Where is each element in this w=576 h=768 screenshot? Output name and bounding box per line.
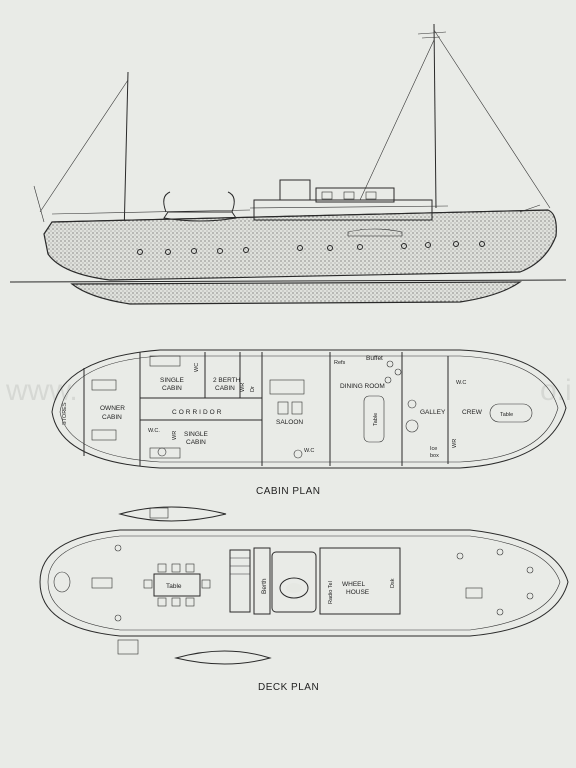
dining-table-label: Table [373, 413, 379, 426]
buffet-label: Buffet [366, 355, 383, 362]
wc-lower-label: W.C [304, 448, 314, 454]
cabin-plan: STORES OWNER CABIN SINGLE CABIN 2 BERTH … [51, 349, 567, 469]
cabin-plan-outline [51, 349, 567, 469]
lifeboat [163, 211, 237, 222]
single-cabin-top-label-2: CABIN [162, 385, 182, 392]
wheelhouse [319, 547, 401, 615]
portholes [137, 241, 485, 255]
ice-box-label-2: box [430, 453, 439, 459]
refs-label: Refs [334, 360, 346, 366]
ice-box-label-1: Ice [430, 446, 437, 452]
wheel-house-label-2: HOUSE [346, 589, 370, 596]
single-cabin-bottom-label-2: CABIN [186, 439, 206, 446]
galley-label: GALLEY [420, 409, 446, 416]
dsk-label: Dsk [390, 578, 396, 588]
deck-plan-caption: DECK PLAN [258, 682, 319, 693]
dr-label: Dr [250, 386, 256, 392]
side-elevation [9, 23, 567, 305]
stores-label: STORES [62, 402, 68, 425]
wr-right-label: WR [452, 439, 458, 448]
deck-outline [39, 529, 569, 637]
crew-label: CREW [462, 409, 483, 416]
funnel [279, 179, 311, 201]
hull-profile [43, 209, 557, 281]
cabin-plan-caption: CABIN PLAN [256, 486, 320, 497]
dinghy-top [118, 506, 227, 522]
dinghy-bottom [174, 650, 272, 665]
single-cabin-top-label-1: SINGLE [160, 377, 185, 384]
crew-table-label: Table [500, 412, 513, 418]
owner-cabin-label-1: OWNER [100, 405, 125, 412]
single-cabin-bottom-label-1: SINGLE [184, 431, 209, 438]
deck-table-label: Table [166, 583, 182, 590]
deckhouse [253, 199, 433, 221]
fore-mast [123, 71, 129, 237]
wc-top-label: WC [194, 363, 200, 372]
wr-mid-label: WR [240, 383, 246, 392]
waterline [9, 279, 567, 283]
main-mast [433, 23, 437, 209]
dining-room-label: DINING ROOM [340, 383, 385, 390]
skylight [279, 577, 309, 599]
owner-cabin-label-2: CABIN [102, 414, 122, 421]
corridor-label: CORRIDOR [172, 409, 223, 416]
deck-plan: Table Berth Radio Tel WHEEL HOUSE Dsk [39, 506, 569, 665]
two-berth-cabin-label-2: CABIN [215, 385, 235, 392]
saloon-label: SALOON [276, 419, 303, 426]
wc-left-label: W.C. [148, 428, 160, 434]
berth-label: Berth [261, 578, 268, 594]
wr-left-label: WR [172, 431, 178, 440]
wheel-house-label-1: WHEEL [342, 581, 366, 588]
two-berth-cabin-label-1: 2 BERTH [213, 377, 241, 384]
watermark-text: www. [5, 374, 78, 407]
radio-tel-label: Radio Tel [328, 581, 334, 604]
wc-crew-label: W.C [456, 380, 466, 386]
